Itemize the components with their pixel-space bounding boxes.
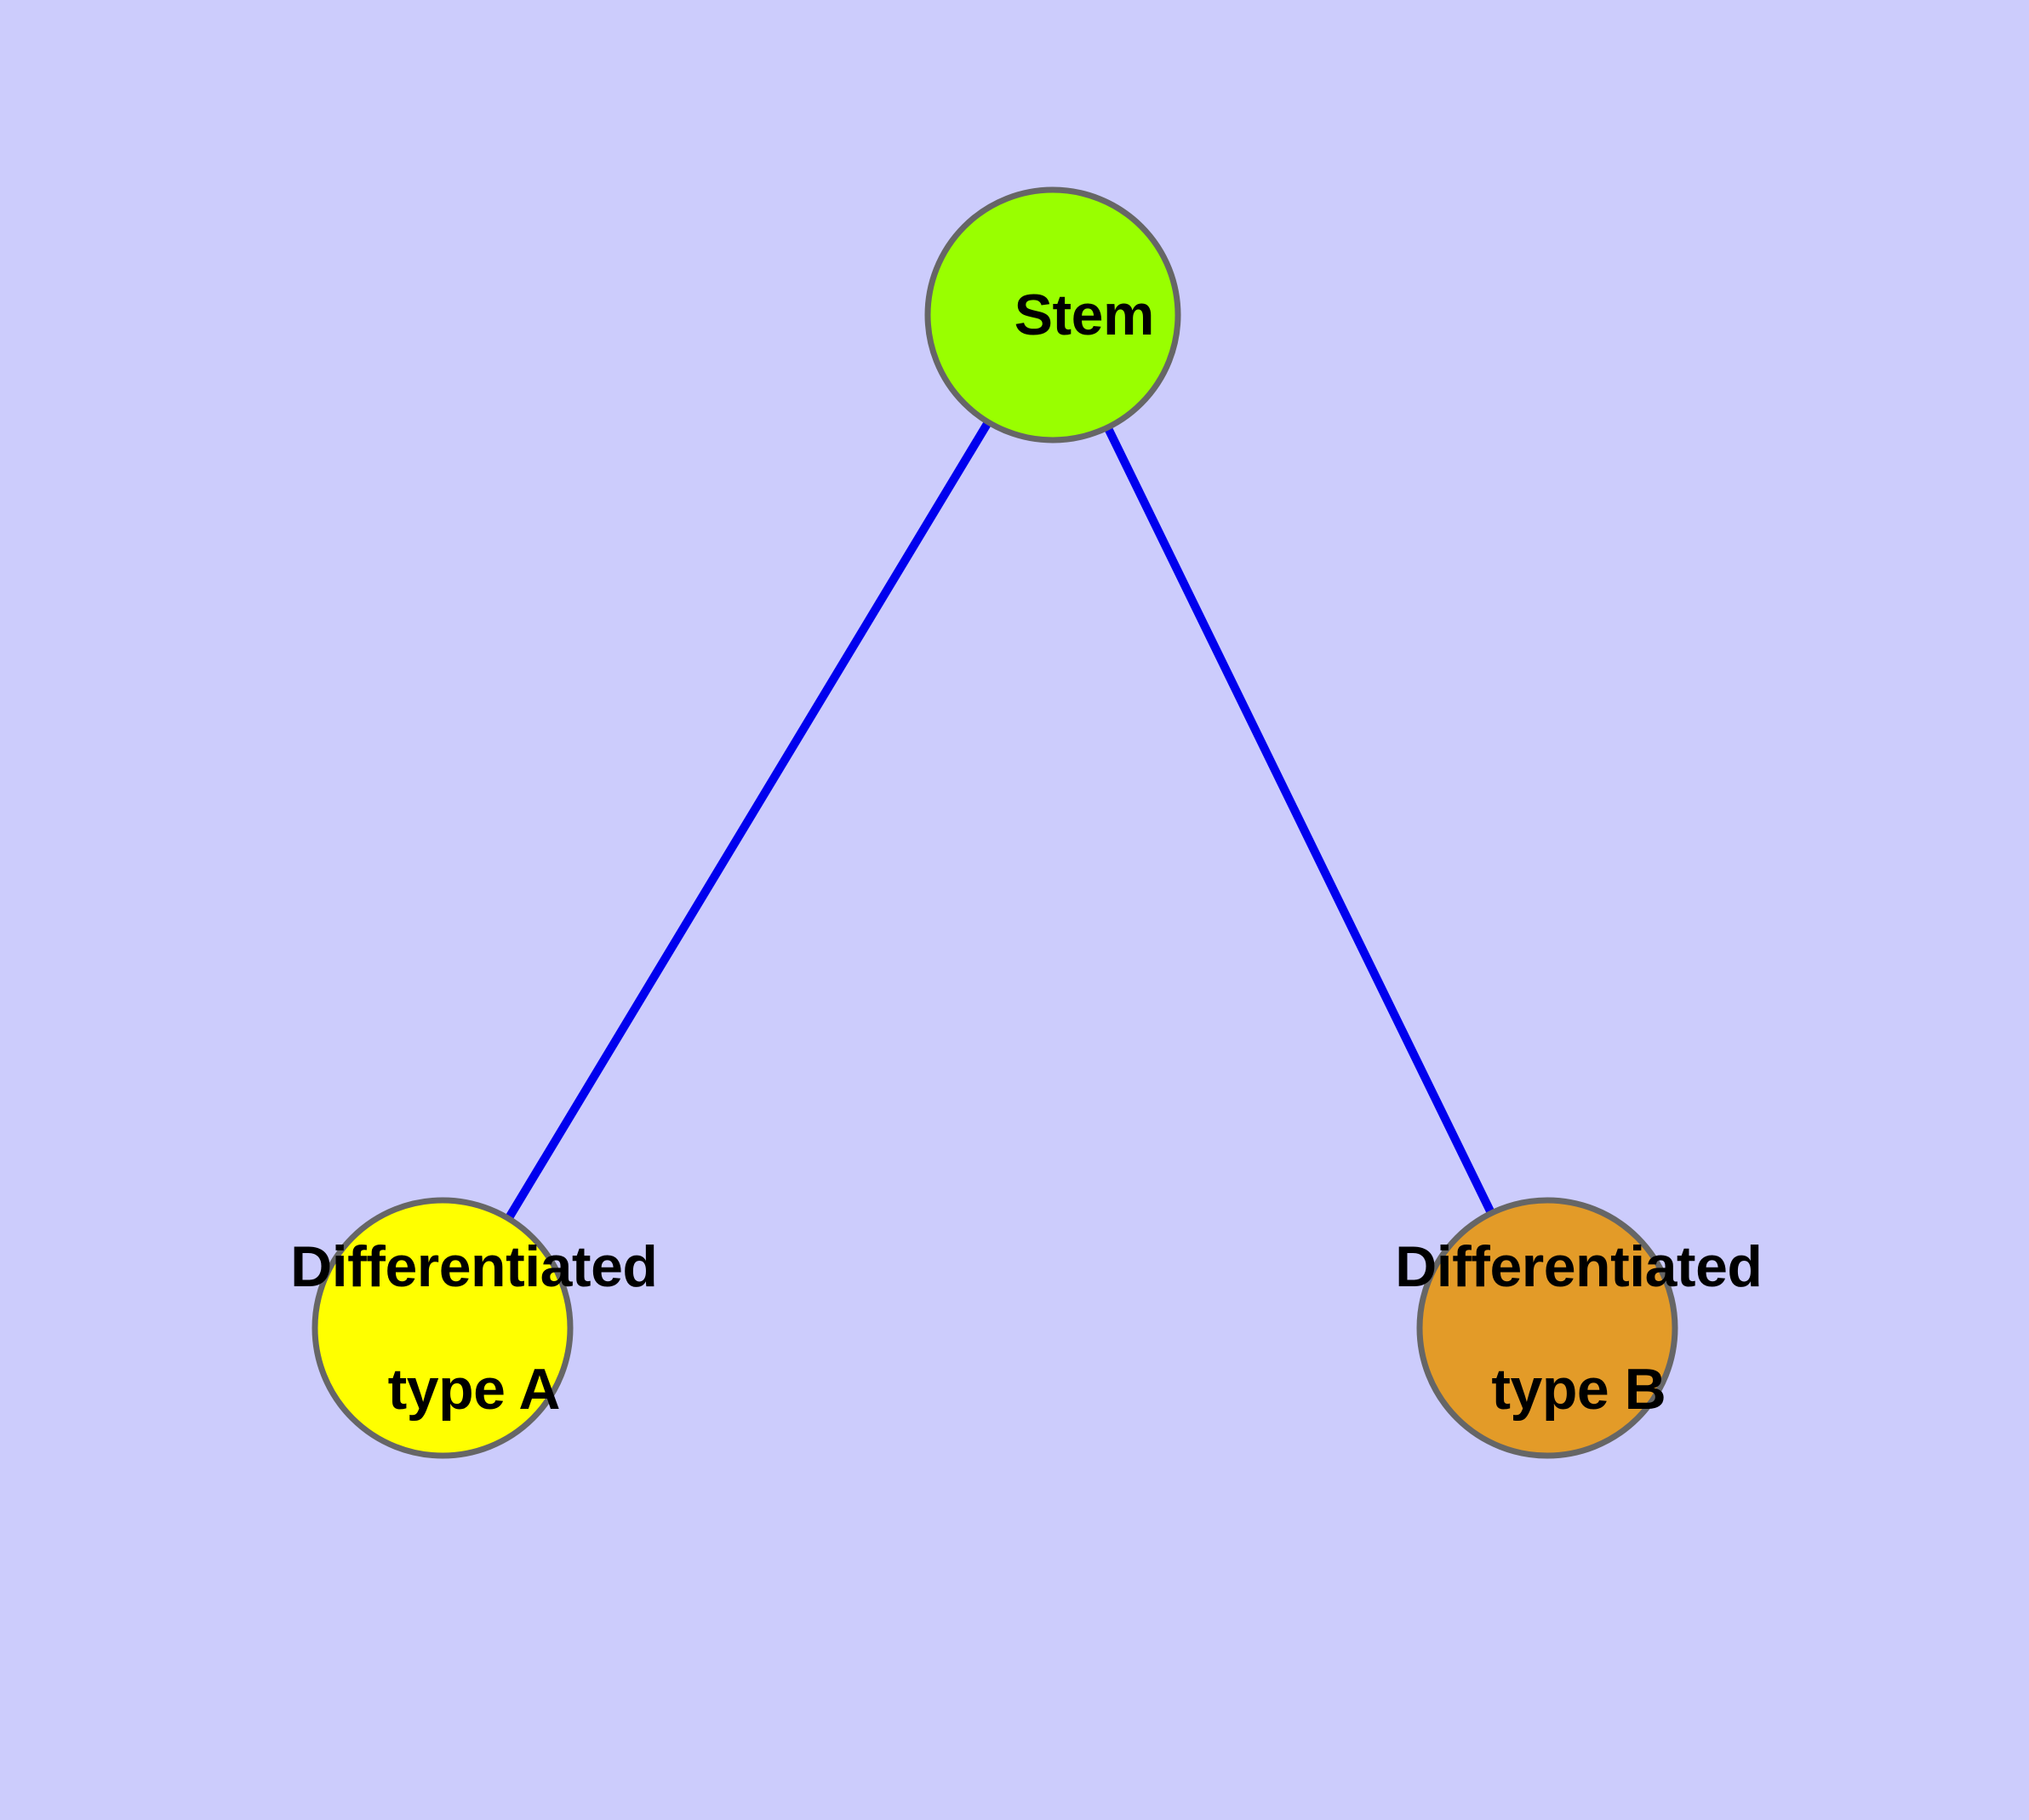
graph-edge-stem-to-diff_a — [504, 418, 993, 1222]
graph-node-diff_a[interactable] — [311, 1197, 574, 1459]
graph-node-diff_b[interactable] — [1416, 1197, 1678, 1459]
nodes-layer — [311, 186, 1678, 1459]
edges-layer — [504, 418, 1496, 1222]
graph-edge-stem-to-diff_b — [1103, 424, 1496, 1217]
graph-node-stem[interactable] — [924, 186, 1181, 444]
